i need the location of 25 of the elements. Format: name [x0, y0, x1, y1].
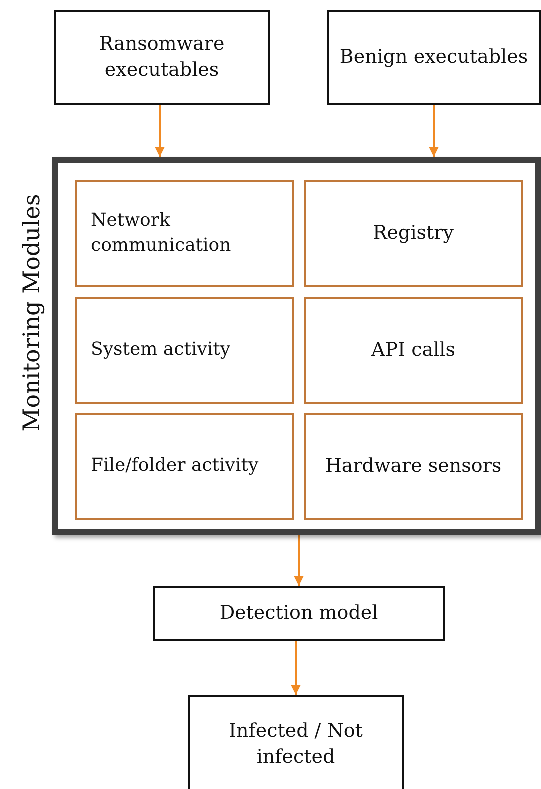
group-heading: Monitoring Modules — [18, 194, 46, 432]
module-box — [75, 413, 294, 520]
box-label: Hardware sensors — [325, 454, 502, 479]
arrow — [429, 105, 439, 157]
box-label: Benign executables — [340, 44, 528, 70]
box-label: API calls — [372, 338, 456, 363]
process-box — [327, 10, 541, 105]
arrow — [155, 105, 165, 157]
box-label: Detection model — [220, 600, 378, 626]
arrow — [294, 535, 304, 586]
box-label: Ransomware executables — [98, 32, 226, 82]
process-box — [188, 695, 404, 789]
box-label: Network communication — [91, 209, 232, 258]
process-box — [54, 10, 270, 105]
module-box — [75, 297, 294, 404]
box-label: Registry — [373, 220, 454, 246]
module-box — [304, 180, 523, 287]
box-label: Infected / Not infected — [228, 719, 364, 770]
module-box — [304, 413, 523, 520]
process-box — [153, 586, 445, 641]
box-label: System activity — [91, 338, 231, 362]
arrow — [291, 641, 301, 695]
module-box — [75, 180, 294, 287]
module-box — [304, 297, 523, 404]
box-label: File/folder activity — [91, 454, 259, 478]
